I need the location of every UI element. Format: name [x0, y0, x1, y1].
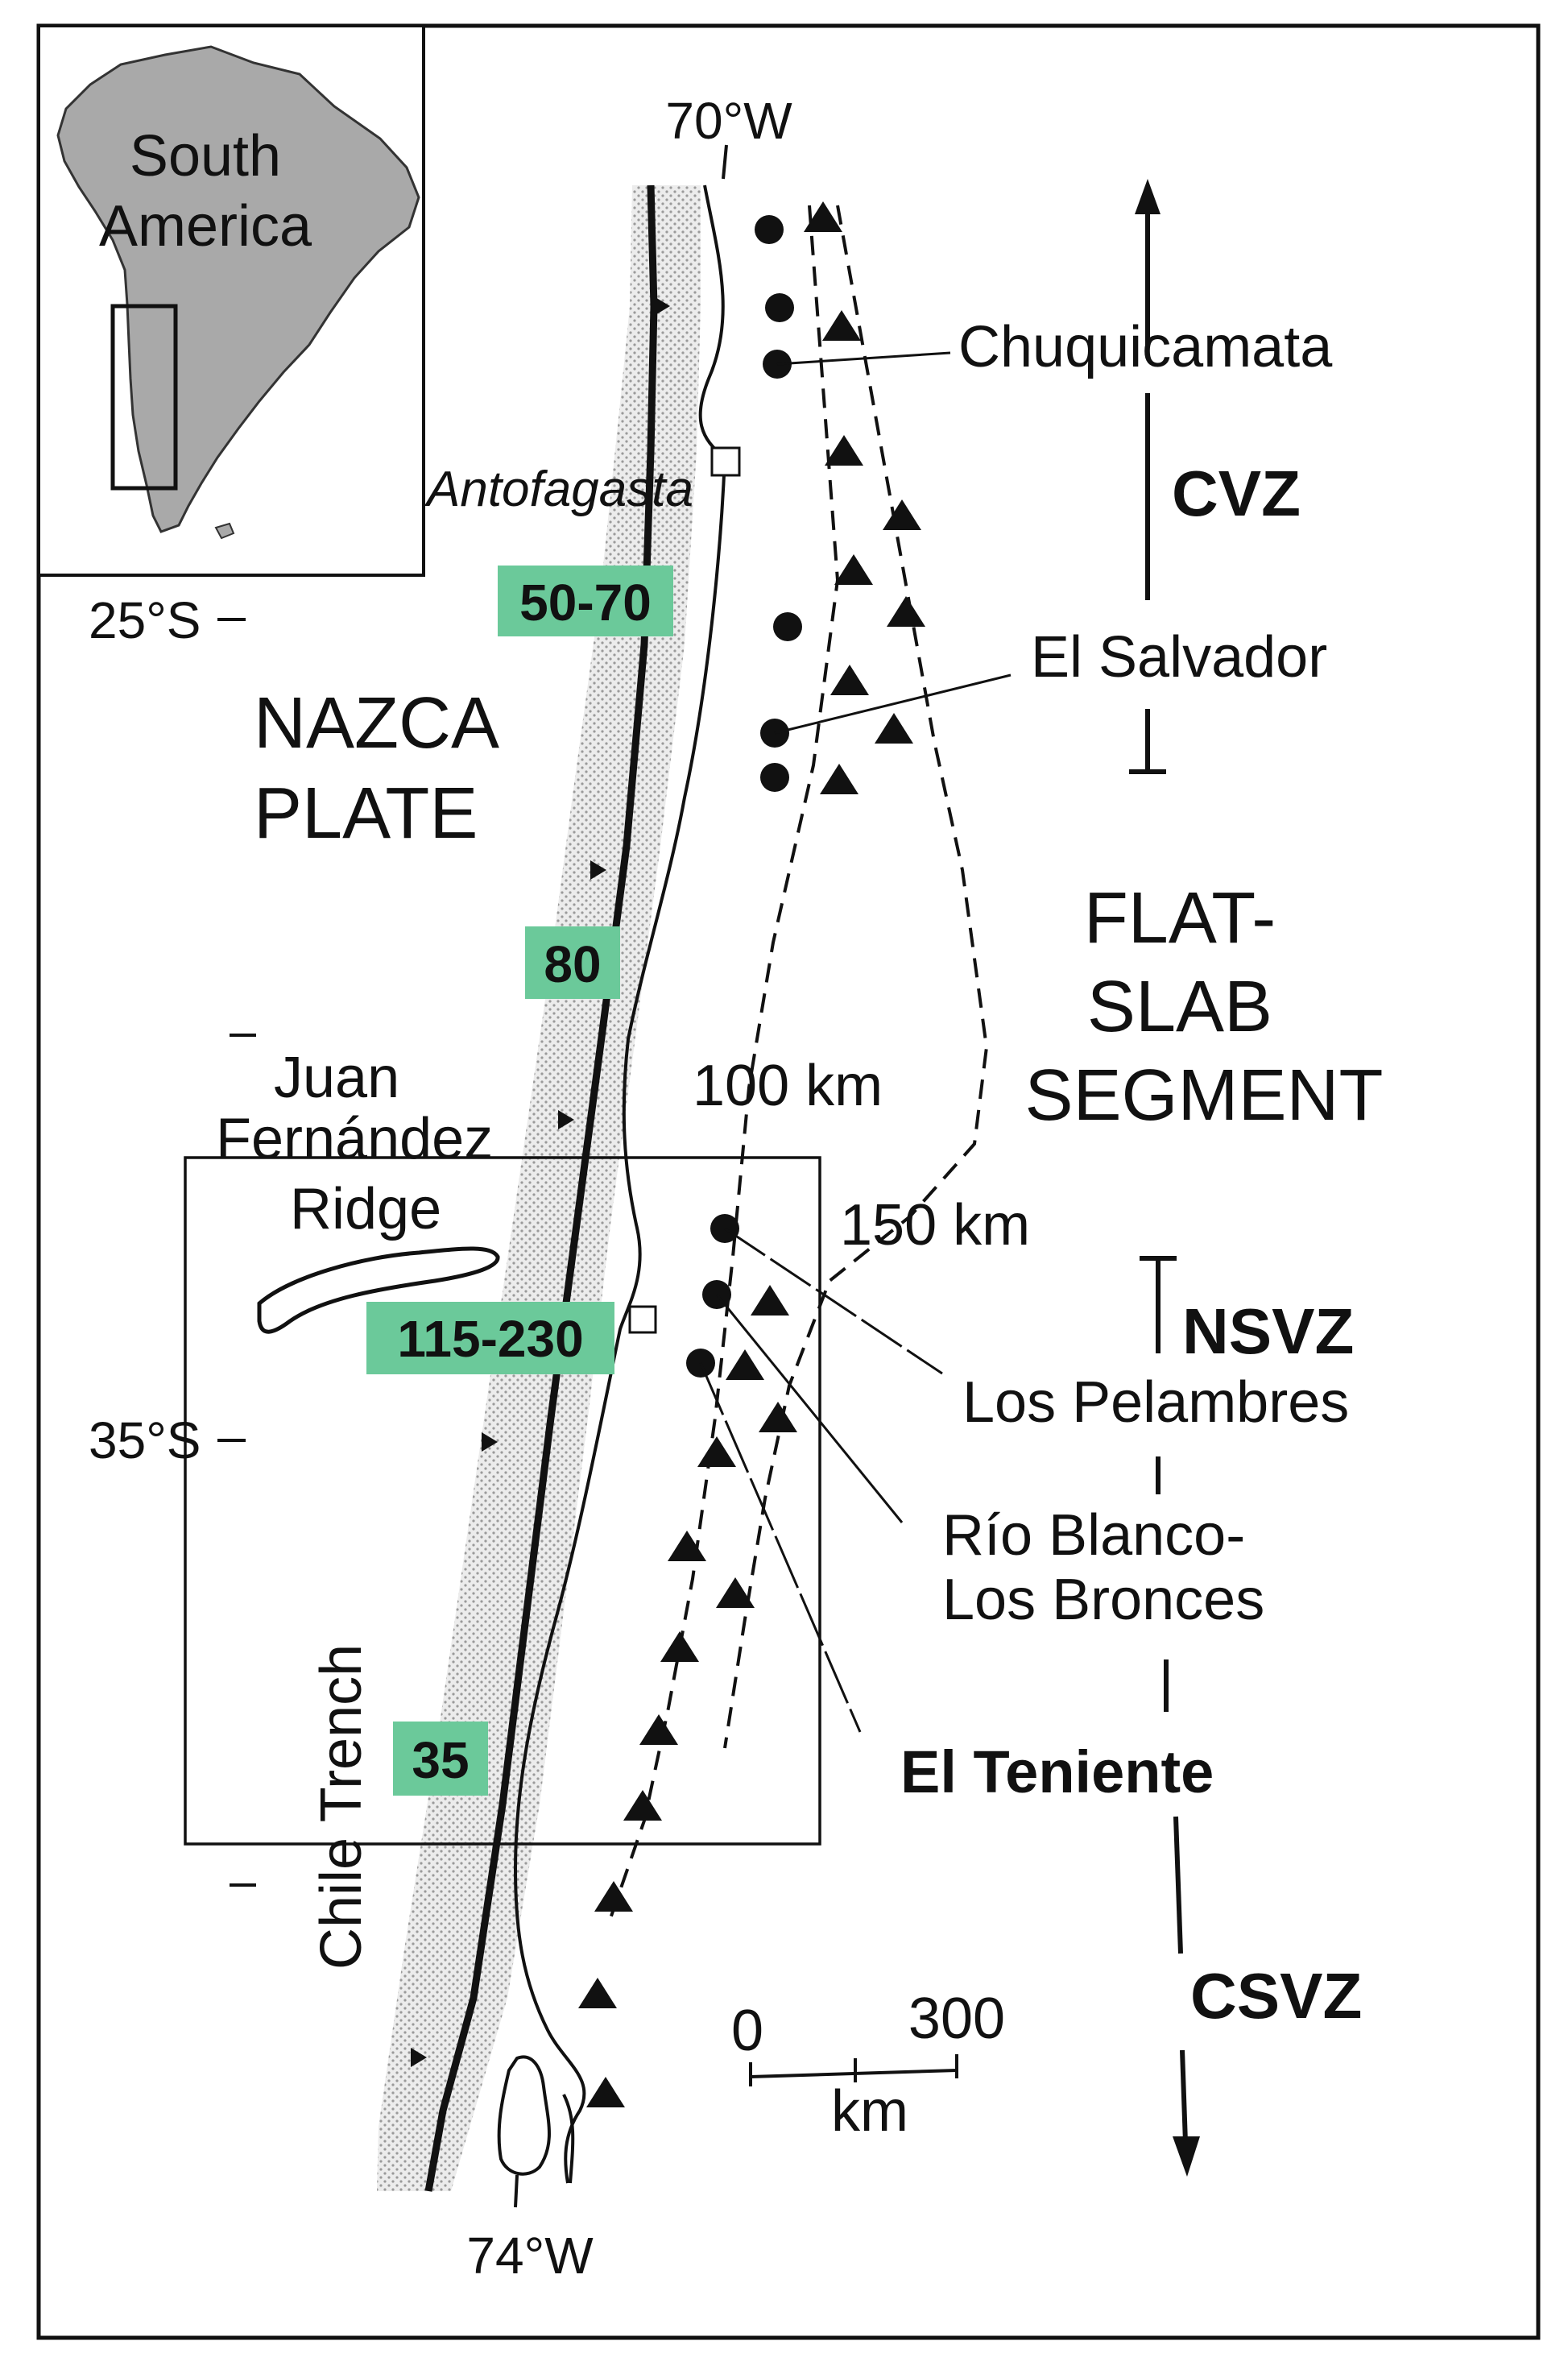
- deposit-dot: [765, 293, 794, 322]
- rate-badge: 80: [525, 926, 620, 999]
- volcano-triangle: [586, 2077, 625, 2107]
- scale-bar-unit-label: km: [831, 2079, 908, 2144]
- slab-contour-100: [606, 205, 840, 1926]
- scale-bar-start-label: 0: [731, 1999, 763, 2063]
- scale-bar-end-label: 300: [908, 1987, 1005, 2051]
- trench-tooth: [482, 1432, 498, 1452]
- volcano-triangle: [668, 1531, 706, 1561]
- leader-rio-blanco: [715, 1294, 904, 1523]
- deposit-label-el-salvador: El Salvador: [1031, 625, 1327, 690]
- city-label-antofagasta: Antofagasta: [424, 462, 693, 517]
- trench-tooth: [590, 860, 606, 880]
- inset-map: South America: [37, 24, 425, 577]
- lon-label-bottom: 74°W: [466, 2227, 594, 2285]
- volcano-triangle: [825, 435, 863, 466]
- deposit-label-rio-blanco: Río Blanco-: [942, 1503, 1245, 1568]
- volcano-triangle: [697, 1436, 736, 1467]
- city-marker-antofagasta: [710, 446, 741, 477]
- volcano-triangle: [716, 1577, 755, 1608]
- ridge-label-line3: Ridge: [290, 1177, 441, 1241]
- leader-el-salvador: [774, 673, 1012, 735]
- volcano-triangle: [822, 310, 861, 341]
- volcano-triangle: [887, 596, 925, 627]
- chiloe-island: [497, 2055, 551, 2176]
- deposit-label-los-pelambres: Los Pelambres: [962, 1370, 1349, 1435]
- lon-tick-top: [722, 144, 728, 180]
- volcano-triangle: [883, 499, 921, 530]
- volcano-triangle: [830, 665, 869, 695]
- rate-badge: 35: [393, 1722, 488, 1796]
- study-box: [184, 1156, 821, 1846]
- trench-tooth: [411, 2048, 427, 2067]
- volcano-group: [578, 201, 925, 2107]
- south-america-shape: [56, 45, 420, 533]
- trench-tooth: [654, 296, 670, 316]
- rate-badge: 50-70: [498, 566, 673, 636]
- leader-lines: [699, 351, 1012, 1733]
- zone-bar-csvz: [1164, 1659, 1200, 2177]
- continent-label-line1: South: [130, 124, 281, 189]
- zone-bar-nsvz: [1140, 1256, 1177, 1494]
- leader-el-teniente: [699, 1362, 862, 1733]
- svg-text:50-70: 50-70: [519, 574, 652, 632]
- deposit-label-los-bronces: Los Bronces: [942, 1568, 1264, 1632]
- volcano-triangle: [834, 554, 873, 585]
- leader-chuquicamata: [776, 351, 951, 366]
- flat-slab-label-line1: FLAT-: [1084, 878, 1276, 959]
- lat-label-north: 25°S: [89, 591, 201, 649]
- scale-bar: 0 300 km: [731, 1987, 1005, 2144]
- island-shape: [214, 522, 235, 540]
- city-marker-santiago: [628, 1305, 657, 1334]
- deposit-dot: [773, 612, 802, 641]
- zone-label-cvz: CVZ: [1172, 458, 1301, 529]
- volcano-triangle: [639, 1714, 678, 1745]
- plate-label-line2: PLATE: [254, 773, 478, 854]
- zone-label-csvz: CSVZ: [1190, 1960, 1362, 2032]
- deposit-dot: [755, 215, 784, 244]
- trench-shading: [377, 185, 701, 2191]
- trench-label: Chile Trench: [309, 1644, 374, 1970]
- volcano-triangle: [820, 764, 858, 794]
- continent-label-line2: America: [99, 194, 312, 259]
- rate-badge: 115-230: [366, 1302, 614, 1374]
- map-frame: [36, 23, 1541, 2340]
- deposit-dot: [760, 763, 789, 792]
- svg-text:35: 35: [412, 1731, 469, 1789]
- slab-depth-label-100: 100 km: [693, 1054, 883, 1118]
- deposit-group: [686, 215, 802, 1378]
- leader-los-pelambres: [724, 1227, 943, 1375]
- flat-slab-label-line3: SEGMENT: [1024, 1055, 1383, 1136]
- volcano-triangle: [759, 1402, 797, 1432]
- volcano-triangle: [623, 1790, 662, 1821]
- lon-tick-bottom: [514, 2174, 519, 2208]
- zone-bar-cvz: [1129, 179, 1166, 774]
- study-area-box: [110, 304, 178, 491]
- coastline-south: [562, 2094, 575, 2184]
- trench-tooth: [558, 1110, 574, 1129]
- lon-label-top: 70°W: [665, 92, 792, 150]
- slab-contour-150: [723, 205, 989, 1749]
- volcano-triangle: [726, 1349, 764, 1380]
- flat-slab-label-line2: SLAB: [1087, 967, 1272, 1047]
- juan-fernandez-ridge: [257, 1246, 500, 1334]
- volcano-triangle: [804, 201, 842, 232]
- volcano-triangle: [875, 713, 913, 744]
- slab-depth-label-150: 150 km: [840, 1193, 1030, 1258]
- volcano-triangle: [578, 1978, 617, 2008]
- svg-text:80: 80: [544, 935, 601, 993]
- plate-label-line1: NAZCA: [254, 683, 499, 764]
- ridge-label-line2: Fernández: [216, 1107, 493, 1171]
- zone-label-nsvz: NSVZ: [1182, 1295, 1354, 1367]
- trench-line: [424, 184, 658, 2192]
- deposit-label-el-teniente: El Teniente: [900, 1738, 1214, 1805]
- volcano-triangle: [751, 1285, 789, 1316]
- svg-text:115-230: 115-230: [397, 1310, 583, 1368]
- ridge-label-line1: Juan: [274, 1046, 399, 1110]
- lat-label-south: 35°S: [89, 1411, 201, 1469]
- volcano-triangle: [594, 1881, 633, 1912]
- volcano-triangle: [660, 1631, 699, 1662]
